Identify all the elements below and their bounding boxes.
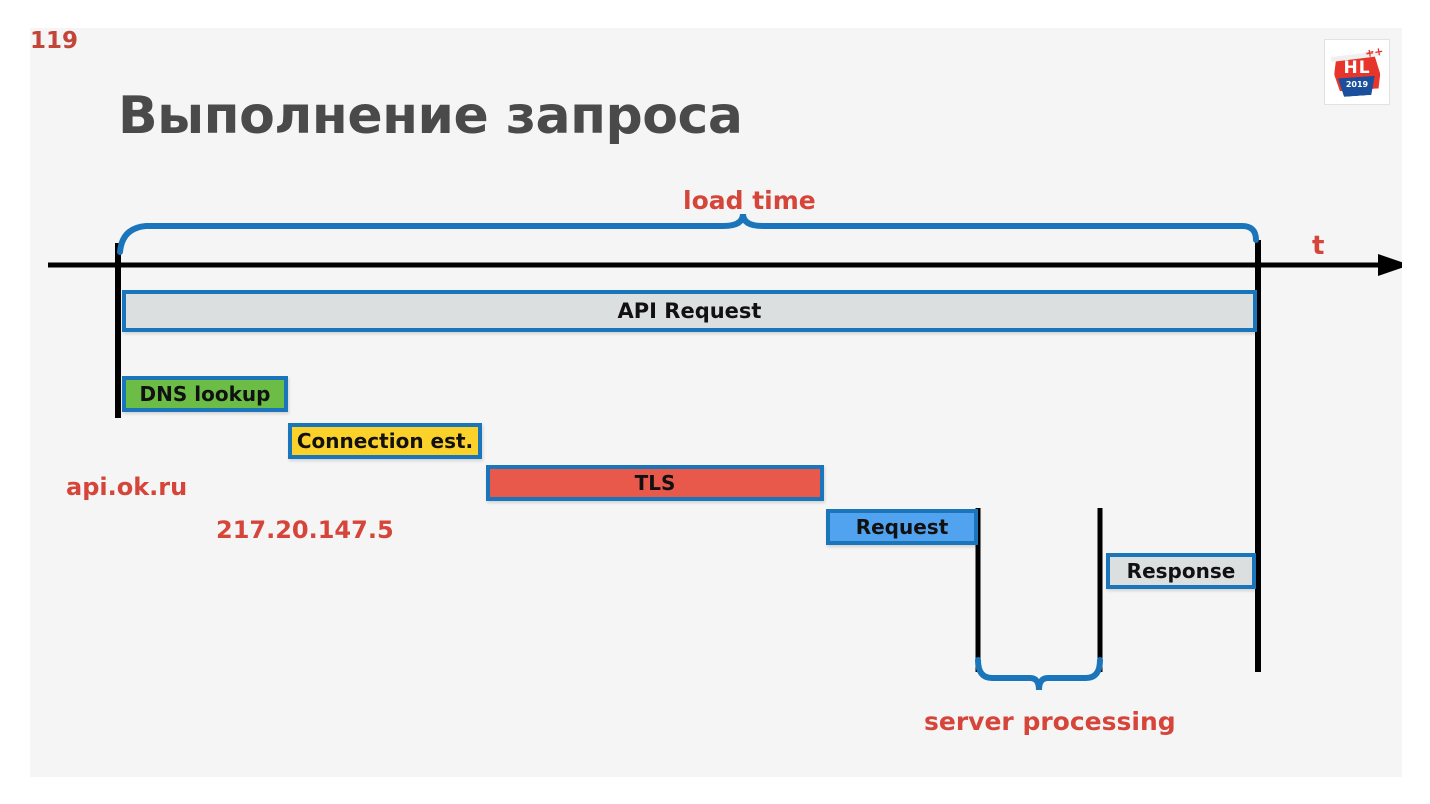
slide-page-number: 119 (30, 28, 79, 54)
timeline-bar-api-request[interactable]: API Request (122, 290, 1257, 332)
timeline-bar-label: Response (1126, 559, 1236, 583)
timeline-bar-label: DNS lookup (139, 382, 271, 406)
slide-canvas: Выполнение запроса ++ HL 2019 (30, 28, 1402, 777)
load-time-brace (117, 213, 1259, 255)
ip-address-label: 217.20.147.5 (216, 516, 394, 544)
timeline-bar-response[interactable]: Response (1106, 553, 1256, 589)
timeline-bar-label: TLS (634, 471, 676, 495)
page-title: Выполнение запроса (118, 86, 743, 146)
timeline-bar-label: API Request (617, 299, 762, 323)
time-axis (48, 254, 1402, 276)
logo-initials: HL (1343, 58, 1371, 78)
highload-2019-logo: ++ HL 2019 (1324, 39, 1390, 105)
timeline-bar-label: Connection est. (296, 429, 474, 453)
timeline-vector-layer (48, 213, 1402, 691)
server-processing-brace (975, 657, 1103, 691)
server-processing-label: server processing (924, 707, 1176, 736)
load-time-label: load time (683, 186, 816, 215)
request-timeline-diagram: API Request DNS lookup Connection est. T… (30, 28, 1402, 777)
timeline-bar-label: Request (855, 515, 949, 539)
timeline-bar-request[interactable]: Request (826, 509, 978, 545)
timeline-bar-connection-est[interactable]: Connection est. (288, 423, 482, 459)
time-axis-label: t (1312, 231, 1325, 261)
timeline-bar-dns-lookup[interactable]: DNS lookup (122, 376, 288, 412)
timeline-bar-tls[interactable]: TLS (486, 465, 824, 501)
host-label: api.ok.ru (66, 473, 188, 501)
logo-year: 2019 (1345, 80, 1369, 89)
